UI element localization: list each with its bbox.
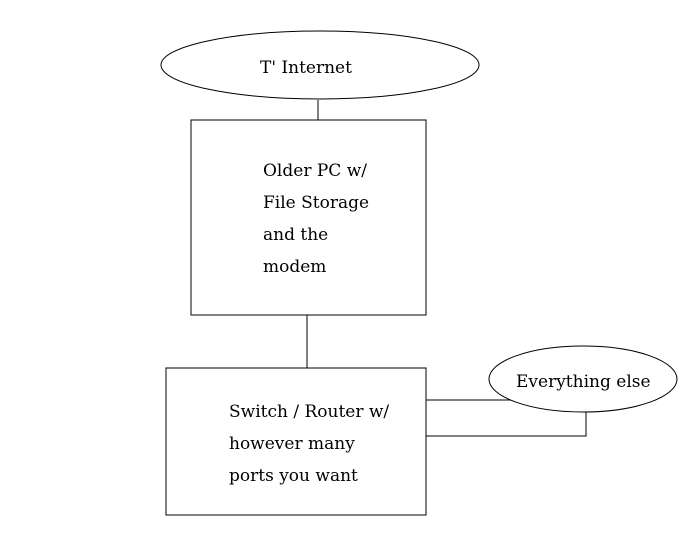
switch-router-box: [165, 367, 427, 516]
older-pc-label-line-1: Older PC w/: [263, 161, 367, 181]
everything-else-ellipse: [488, 345, 678, 413]
older-pc-node: Older PC w/ File Storage and the modem: [190, 119, 427, 316]
edge-switch-to-everything-else-lower: [426, 412, 587, 437]
everything-else-node: Everything else: [488, 345, 678, 413]
everything-else-label: Everything else: [516, 372, 651, 392]
switch-router-node: Switch / Router w/ however many ports yo…: [165, 367, 427, 516]
switch-router-label-line-1: Switch / Router w/: [229, 402, 389, 422]
internet-node: T' Internet: [160, 30, 480, 100]
internet-ellipse: [160, 30, 480, 100]
switch-router-label-line-3: ports you want: [229, 466, 358, 486]
internet-label: T' Internet: [260, 58, 352, 78]
switch-router-label-line-2: however many: [229, 434, 355, 454]
older-pc-label-line-3: and the: [263, 225, 328, 245]
older-pc-label-line-4: modem: [263, 257, 326, 277]
older-pc-label-line-2: File Storage: [263, 193, 369, 213]
older-pc-box: [190, 119, 427, 316]
